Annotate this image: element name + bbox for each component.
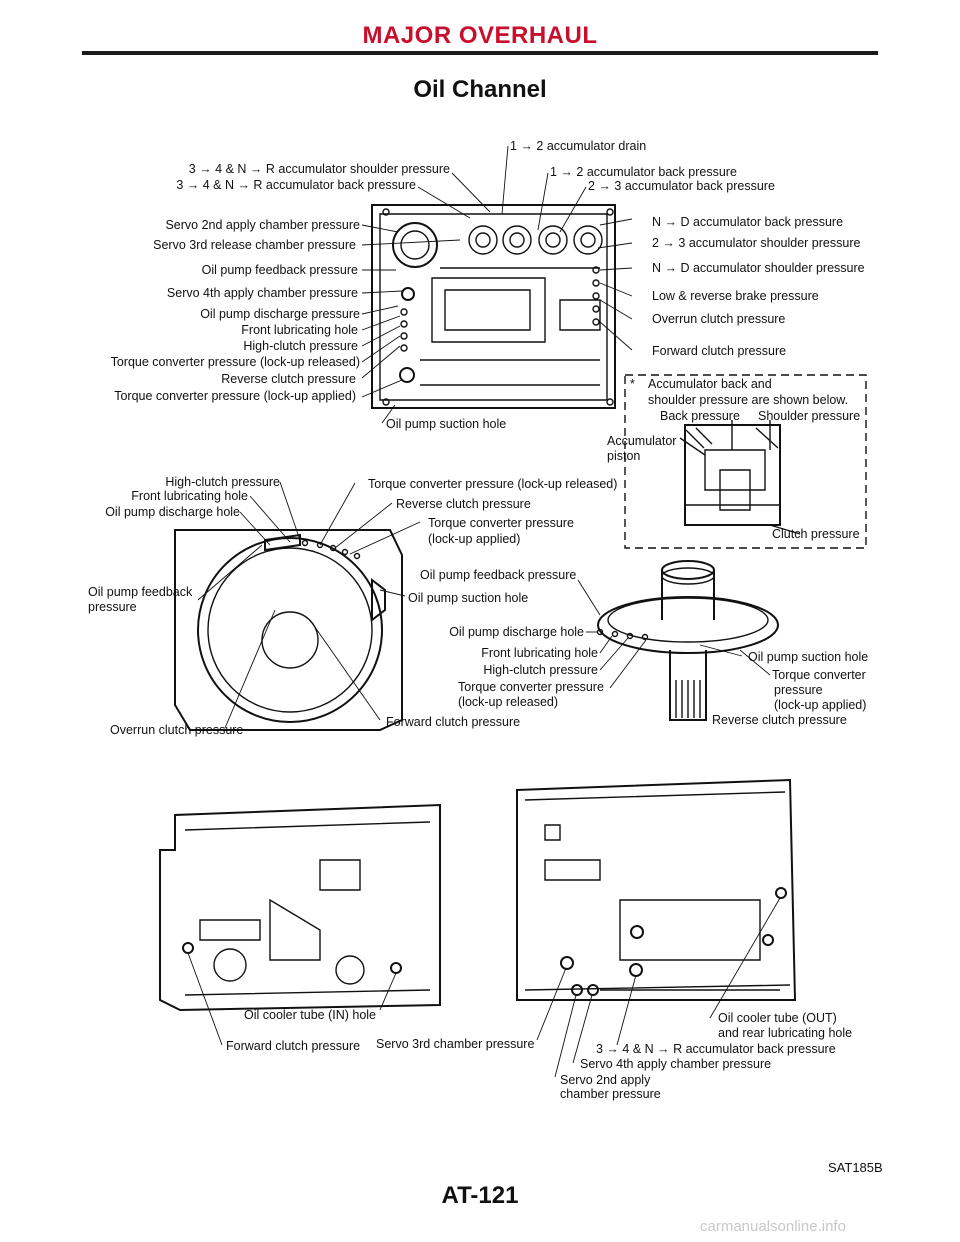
pump-label: pressure xyxy=(774,683,823,697)
side-label: Forward clutch pressure xyxy=(226,1039,360,1053)
pump-label: (lock-up released) xyxy=(458,695,558,709)
front-label: High-clutch pressure xyxy=(165,475,280,489)
note-label: Accumulator xyxy=(607,434,676,448)
control-valve-body-drawing xyxy=(371,204,616,409)
cv-label: 1 → 2 accumulator back pressure xyxy=(550,165,737,179)
cv-label: N → D accumulator shoulder pressure xyxy=(652,261,865,275)
pump-label: Reverse clutch pressure xyxy=(712,713,847,727)
cv-label: 3 → 4 & N → R accumulator back pressure xyxy=(176,178,416,192)
pump-label: Torque converter xyxy=(772,668,866,682)
front-label: Forward clutch pressure xyxy=(386,715,520,729)
pump-label: Oil pump discharge hole xyxy=(449,625,584,639)
side-label: and rear lubricating hole xyxy=(718,1026,852,1040)
front-label: Torque converter pressure (lock-up relea… xyxy=(368,477,617,491)
cv-label: Servo 3rd release chamber pressure xyxy=(153,238,356,252)
cv-label: Servo 2nd apply chamber pressure xyxy=(165,218,360,232)
note-line: shoulder pressure are shown below. xyxy=(648,393,848,407)
pump-label: Oil pump suction hole xyxy=(748,650,868,664)
cv-label: Servo 4th apply chamber pressure xyxy=(167,286,358,300)
note-asterisk: * xyxy=(630,377,635,391)
page-title: Oil Channel xyxy=(413,76,547,103)
cv-label: Oil pump feedback pressure xyxy=(202,263,358,277)
front-label: Front lubricating hole xyxy=(131,489,248,503)
pump-label: High-clutch pressure xyxy=(483,663,598,677)
cv-label: 3 → 4 & N → R accumulator shoulder press… xyxy=(189,162,450,176)
note-label: Shoulder pressure xyxy=(758,409,860,423)
note-label: Clutch pressure xyxy=(772,527,860,541)
page-number: AT-121 xyxy=(441,1182,519,1209)
pump-label: (lock-up applied) xyxy=(774,698,866,712)
cv-label: Front lubricating hole xyxy=(241,323,358,337)
cv-label: Forward clutch pressure xyxy=(652,344,786,358)
note-line: Accumulator back and xyxy=(648,377,772,391)
cv-label: 2 → 3 accumulator shoulder pressure xyxy=(652,236,860,250)
pump-label: Front lubricating hole xyxy=(481,646,598,660)
front-label: Oil pump feedback xyxy=(88,585,193,599)
watermark: carmanualsonline.info xyxy=(700,1218,846,1235)
cv-label: Overrun clutch pressure xyxy=(652,312,785,326)
cv-label: Oil pump discharge pressure xyxy=(200,307,360,321)
front-label: Overrun clutch pressure xyxy=(110,723,243,737)
pump-label: Torque converter pressure xyxy=(458,680,604,694)
cv-label: Reverse clutch pressure xyxy=(221,372,356,386)
side-label: Oil cooler tube (OUT) xyxy=(718,1011,837,1025)
transmission-case-side-drawing xyxy=(159,778,797,1012)
front-label: (lock-up applied) xyxy=(428,532,520,546)
cv-label: Oil pump suction hole xyxy=(386,417,506,431)
cv-label: 2 → 3 accumulator back pressure xyxy=(588,179,775,193)
front-label: Oil pump suction hole xyxy=(408,591,528,605)
pump-label: Oil pump feedback pressure xyxy=(420,568,576,582)
cv-label: Low & reverse brake pressure xyxy=(652,289,819,303)
cv-label: Torque converter pressure (lock-up relea… xyxy=(111,355,360,369)
cv-label: Torque converter pressure (lock-up appli… xyxy=(114,389,356,403)
cv-label: 1 → 2 accumulator drain xyxy=(510,139,646,153)
cv-label: High-clutch pressure xyxy=(243,339,358,353)
front-label: pressure xyxy=(88,600,137,614)
transmission-case-front-drawing xyxy=(174,529,403,731)
accumulator-piston-drawing xyxy=(679,420,801,535)
side-label: Servo 2nd apply xyxy=(560,1073,651,1087)
reference-code: SAT185B xyxy=(828,1160,883,1175)
front-label: Torque converter pressure xyxy=(428,516,574,530)
side-label: chamber pressure xyxy=(560,1087,661,1101)
note-label: Back pressure xyxy=(660,409,740,423)
cv-label: N → D accumulator back pressure xyxy=(652,215,843,229)
note-label: piston xyxy=(607,449,640,463)
header-rule xyxy=(82,51,878,55)
side-label: Servo 3rd chamber pressure xyxy=(376,1037,534,1051)
side-label: Oil cooler tube (IN) hole xyxy=(244,1008,376,1022)
oil-pump-drawing xyxy=(596,560,779,721)
front-label: Reverse clutch pressure xyxy=(396,497,531,511)
side-label: Servo 4th apply chamber pressure xyxy=(580,1057,771,1071)
section-header: MAJOR OVERHAUL xyxy=(362,22,598,49)
front-label: Oil pump discharge hole xyxy=(105,505,240,519)
side-label: 3 → 4 & N → R accumulator back pressure xyxy=(596,1042,836,1056)
